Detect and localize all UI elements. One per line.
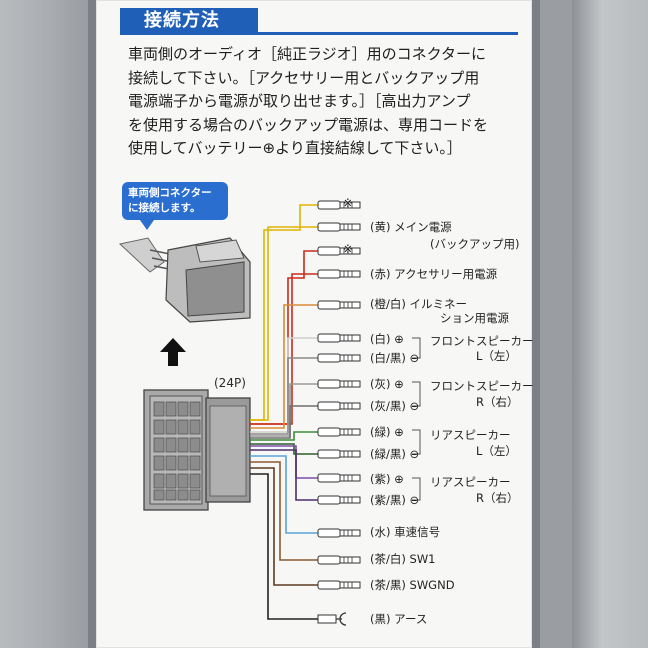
wire-line xyxy=(250,467,318,586)
wire-label-light-blue: (水) 車速信号 xyxy=(370,525,441,539)
speaker-group-front-l: フロントスピーカー xyxy=(430,334,534,348)
plug-connector-icon xyxy=(317,300,361,310)
plug-connector-icon xyxy=(317,379,361,389)
section-heading: 接続方法 xyxy=(120,8,258,34)
plug-connector-icon xyxy=(317,495,361,505)
intro-line: 接続して下さい。［アクセサリー用とバックアップ用 xyxy=(128,68,480,87)
wire-label-red: (赤) アクセサリー用電源 xyxy=(370,267,498,281)
plug-connector-icon xyxy=(317,427,361,437)
wire-sublabel-yellow: (バックアップ用) xyxy=(430,237,520,251)
wire-line xyxy=(250,405,318,439)
wire-label-gray: (灰) ⊕ xyxy=(370,377,404,391)
plug-connector-icon xyxy=(317,555,361,565)
intro-line: 電源端子から電源が取り出せます。］［高出力アンプ xyxy=(128,92,471,110)
wire-line xyxy=(250,449,318,501)
plug-connector-icon xyxy=(317,401,361,411)
speaker-group-rear-l: リアスピーカー xyxy=(430,428,511,442)
heading-rule xyxy=(120,32,518,35)
plug-connector-icon xyxy=(317,528,361,538)
speaker-side-rear-r: R（右） xyxy=(476,491,519,505)
plug-layer xyxy=(317,200,361,626)
wire-label-green: (緑) ⊕ xyxy=(370,425,404,439)
plug-connector-icon xyxy=(317,449,361,459)
plug-connector-icon xyxy=(317,580,361,590)
speaker-side-front-l: L（左） xyxy=(476,349,517,363)
wire-label-gray-black: (灰/黒) ⊖ xyxy=(370,399,420,413)
speaker-side-rear-l: L（左） xyxy=(476,444,517,458)
ground-terminal-icon xyxy=(317,612,347,626)
wire-line xyxy=(250,357,318,435)
instruction-card xyxy=(96,0,532,648)
intro-line: 使用してバッテリー⊕より直接結線して下さい。］ xyxy=(128,139,462,157)
vehicle-connector-illustration xyxy=(118,237,251,323)
plug-connector-icon xyxy=(317,222,361,232)
wire-sublabel-orange-white: ション用電源 xyxy=(440,311,509,325)
wire-line xyxy=(250,443,318,455)
background-right xyxy=(572,0,648,648)
pin-count-label: (24P) xyxy=(214,376,246,390)
speaker-group-rear-r: リアスピーカー xyxy=(430,475,511,489)
wire-label-purple-black: (紫/黒) ⊖ xyxy=(370,493,420,507)
wire-line xyxy=(250,473,318,620)
harness-connector-illustration xyxy=(143,389,251,511)
plug-connector-icon xyxy=(317,200,361,210)
wire-label-brown-white: (茶/白) SW1 xyxy=(370,552,436,566)
wire-label-white-black: (白/黒) ⊖ xyxy=(370,351,420,365)
background-left xyxy=(0,0,86,648)
wire-label-orange-white: (橙/白) イルミネー xyxy=(370,297,468,311)
connector-callout: 車両側コネクター に接続します。 xyxy=(122,182,228,230)
wire-label-brown-black: (茶/黒) SWGND xyxy=(370,578,455,592)
note-mark-1: ※ xyxy=(343,196,353,210)
wire-line xyxy=(250,273,318,425)
wire-layer xyxy=(250,204,318,620)
plug-connector-icon xyxy=(317,353,361,363)
plug-connector-icon xyxy=(317,246,361,256)
up-arrow-icon xyxy=(160,338,186,366)
wire-line xyxy=(250,431,318,441)
plug-connector-icon xyxy=(317,473,361,483)
speaker-side-front-r: R（右） xyxy=(476,395,519,409)
intro-line: を使用する場合のバックアップ電源は、専用コードを xyxy=(128,115,489,134)
plug-connector-icon xyxy=(317,333,361,343)
wire-label-black: (黒) アース xyxy=(370,612,428,626)
note-mark-2: ※ xyxy=(343,242,353,256)
intro-text: 車両側のオーディオ［純正ラジオ］用のコネクターに 接続して下さい。［アクセサリー… xyxy=(128,43,528,161)
wire-line xyxy=(250,304,318,429)
plug-connector-icon xyxy=(317,269,361,279)
wire-label-purple: (紫) ⊕ xyxy=(370,472,404,486)
wire-label-green-black: (緑/黒) ⊖ xyxy=(370,447,420,461)
speaker-group-front-r: フロントスピーカー xyxy=(430,379,534,393)
wire-label-yellow: (黄) メイン電源 xyxy=(370,220,452,234)
speaker-brackets xyxy=(412,337,421,501)
wire-label-white: (白) ⊕ xyxy=(370,332,404,346)
intro-line: 車両側のオーディオ［純正ラジオ］用のコネクターに xyxy=(128,45,487,63)
wire-line xyxy=(250,226,318,421)
wire-line xyxy=(250,455,318,534)
wire-line xyxy=(250,461,318,561)
